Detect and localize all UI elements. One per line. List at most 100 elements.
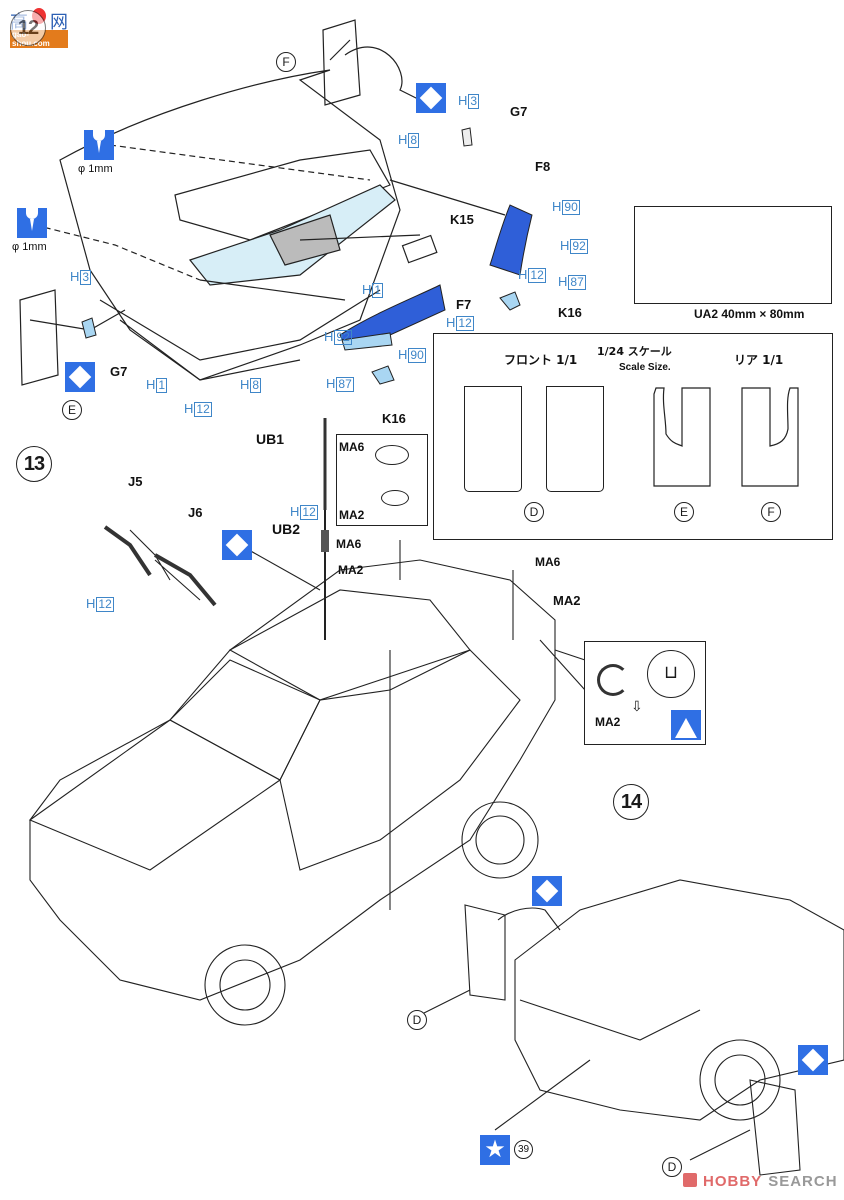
car-side xyxy=(279,649,521,871)
down-arrow-icon: ⇩ xyxy=(631,698,643,714)
part-UB1: UB1 xyxy=(256,431,285,447)
template-F-label: F xyxy=(761,502,781,522)
clip-inset: ⊔ MA2 ⇩ xyxy=(584,641,706,745)
G7-part-left xyxy=(81,317,97,339)
watermark-logo-icon xyxy=(683,1173,697,1187)
car-rear-wheel xyxy=(461,801,539,879)
K16-part-bottom xyxy=(371,365,395,385)
decal-D-card-right xyxy=(749,1079,801,1176)
watermark: HOBBY SEARCH xyxy=(683,1170,838,1191)
decal-UA2-sheet xyxy=(634,206,832,304)
G7-part-top xyxy=(461,127,473,147)
decal-marker-icon xyxy=(532,876,562,906)
step-14-badge: 14 xyxy=(613,784,649,820)
ma6-ring-icon xyxy=(375,445,409,465)
wiper-J6 xyxy=(154,553,217,607)
antenna-inset: MA6 MA2 xyxy=(336,434,428,526)
decal-marker-icon xyxy=(65,362,95,392)
K16-part-right xyxy=(499,291,521,311)
decal-marker-icon xyxy=(416,83,446,113)
part-MA2-b: MA2 xyxy=(553,593,581,608)
rear-body-outline xyxy=(59,69,401,381)
template-E xyxy=(653,387,711,487)
template-D-2 xyxy=(546,386,604,492)
template-D-label: D xyxy=(524,502,544,522)
part-K15: K15 xyxy=(450,212,474,227)
trunk-lid xyxy=(174,149,391,241)
decal-ref-number: 39 xyxy=(514,1140,533,1159)
part-G7-top: G7 xyxy=(510,104,528,119)
front-scale-label: フロント 1/1 xyxy=(504,353,578,367)
star-marker-icon: ★ xyxy=(480,1135,510,1165)
antenna-base-UB2 xyxy=(321,530,329,552)
scale-label-jp: 1/24 スケール xyxy=(597,345,672,358)
logo-char-right: 网 xyxy=(50,12,68,33)
part-MA6-b: MA6 xyxy=(535,555,561,569)
fold-marker-icon xyxy=(671,710,701,740)
part-J6: J6 xyxy=(188,505,203,520)
decal-marker-icon xyxy=(798,1045,828,1075)
car-front-wheel xyxy=(204,944,286,1026)
part-F8: F8 xyxy=(535,159,551,174)
part-MA2-inset: MA2 xyxy=(339,508,365,522)
part-J5: J5 xyxy=(128,474,143,489)
car-body xyxy=(29,559,556,1001)
F8-lamp xyxy=(489,204,533,276)
car-roof xyxy=(228,589,471,701)
template-E-label: E xyxy=(674,502,694,522)
ma2-disc-icon xyxy=(381,490,409,506)
template-D-1 xyxy=(464,386,522,492)
scale-template-panel: フロント 1/1 1/24 スケール Scale Size. リア 1/1 D … xyxy=(433,333,833,540)
step-13-badge: 13 xyxy=(16,446,52,482)
part-F7: F7 xyxy=(456,297,472,312)
decal-D-label-left: D xyxy=(407,1010,427,1030)
watermark-hobby: HOBBY xyxy=(703,1173,763,1190)
decal-D-label-right: D xyxy=(662,1157,682,1177)
drill-size-label: φ 1mm xyxy=(12,241,47,253)
decal-D-card-left xyxy=(464,904,506,1001)
drill-hole-icon xyxy=(17,208,47,238)
decal-F-label: F xyxy=(276,52,296,72)
decal-F-card xyxy=(322,19,361,106)
rear-bumper xyxy=(99,289,381,381)
F7-lamp xyxy=(339,284,446,346)
rotate-arrow-icon xyxy=(597,664,629,696)
rear-scale-label: リア 1/1 xyxy=(734,353,784,367)
decal-E-card xyxy=(19,289,59,386)
part-MA2-clip: MA2 xyxy=(595,715,621,729)
decal-E-label: E xyxy=(62,400,82,420)
step14-car xyxy=(514,879,844,1121)
part-UB2: UB2 xyxy=(272,521,301,537)
drill-hole-icon xyxy=(84,130,114,160)
scale-label-en: Scale Size. xyxy=(619,362,671,373)
part-MA6-inset: MA6 xyxy=(339,440,365,454)
drill-size-label: φ 1mm xyxy=(78,163,113,175)
decal-UA2-size: UA2 40mm × 80mm xyxy=(694,307,805,321)
step-12-badge: 12 xyxy=(10,10,46,46)
step14-wheel xyxy=(699,1039,781,1121)
part-K16-bottom: K16 xyxy=(382,411,406,426)
decal-marker-icon xyxy=(222,530,252,560)
clip-detail-circle: ⊔ xyxy=(647,650,695,698)
part-K16-right: K16 xyxy=(558,305,582,320)
part-MA2-a: MA2 xyxy=(338,563,364,577)
template-F xyxy=(741,387,799,487)
part-G7-left: G7 xyxy=(110,364,128,379)
car-hood xyxy=(28,719,282,871)
